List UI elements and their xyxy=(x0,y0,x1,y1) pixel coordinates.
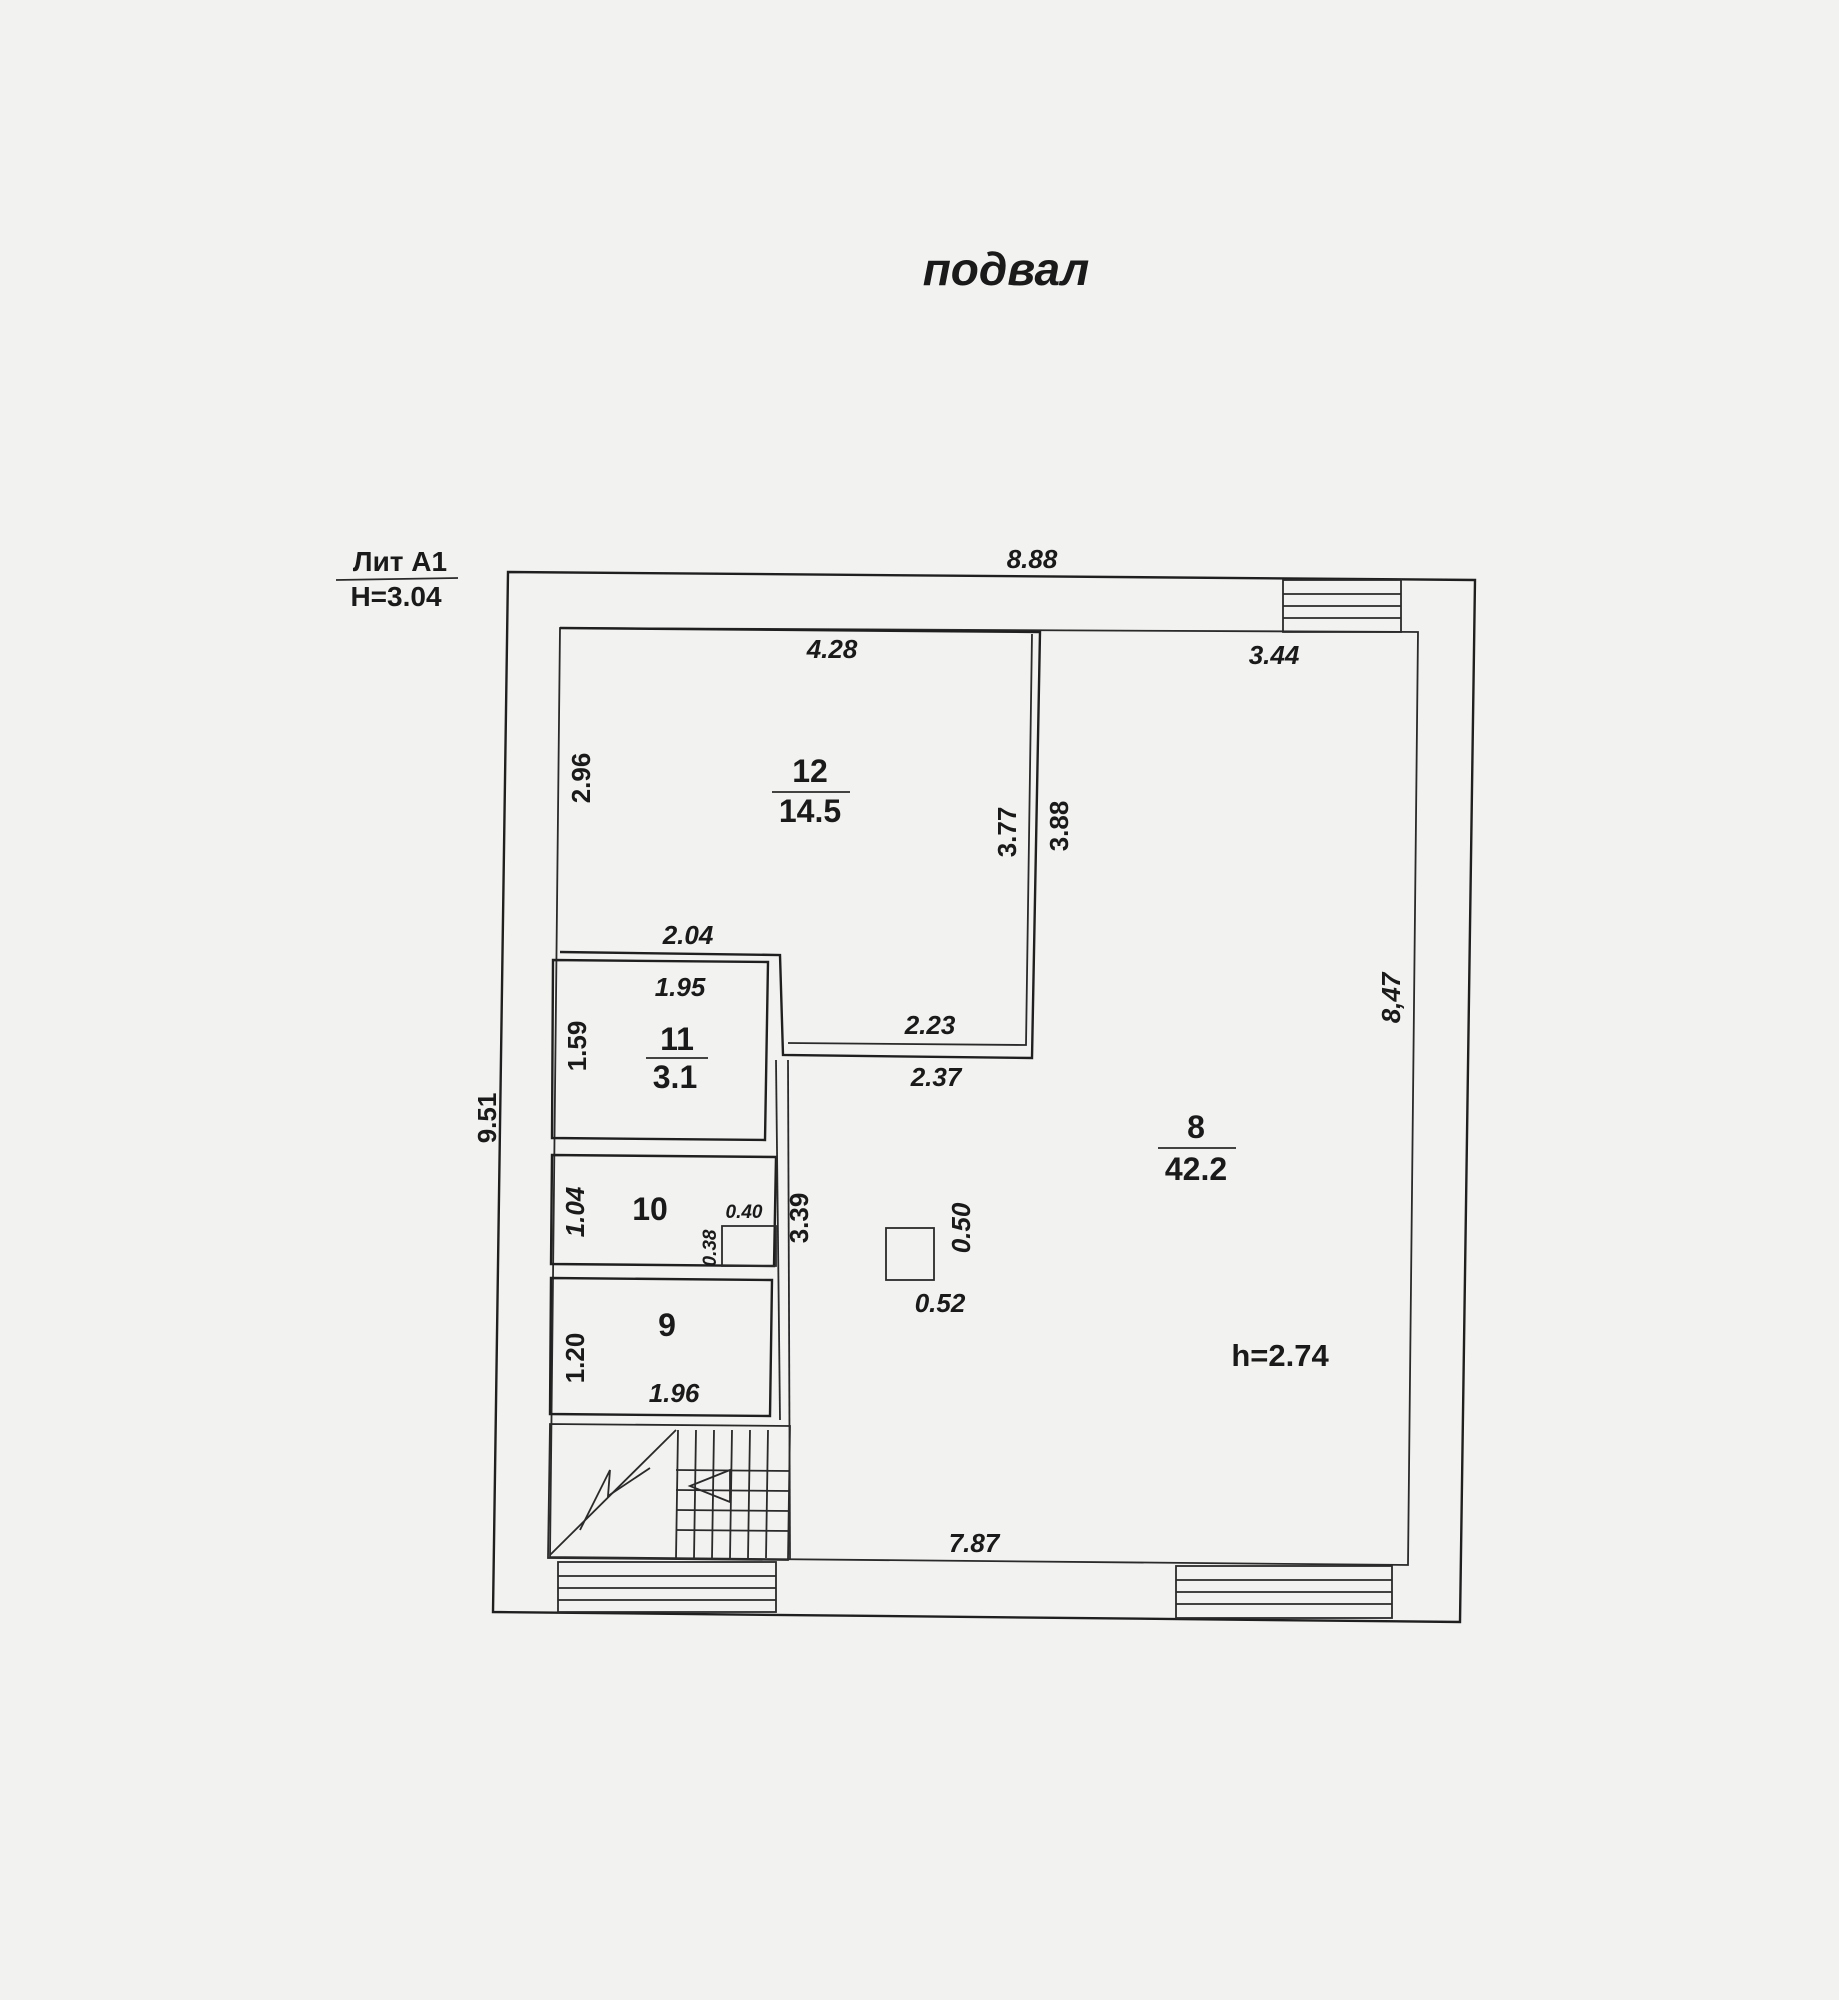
corridor-wall-outer xyxy=(775,1059,781,1421)
room-8-id: 8 xyxy=(1187,1109,1205,1145)
dim-room11-top: 1.95 xyxy=(655,972,706,1002)
dim-room10-niche-w: 0.40 xyxy=(726,1202,763,1223)
stair-break-line xyxy=(579,1467,651,1531)
room-11-id: 11 xyxy=(660,1021,694,1057)
dim-room12-left: 2.96 xyxy=(566,753,596,804)
outer-wall xyxy=(491,570,1477,1624)
room-12-inner-wall xyxy=(787,633,1033,1046)
room-9-walls xyxy=(548,1276,774,1418)
dim-room12-bottom-left: 2.04 xyxy=(662,920,714,950)
stair-arrow-icon xyxy=(687,1468,731,1504)
dim-room12-top: 4.28 xyxy=(806,634,858,664)
lit-height: Н=3.04 xyxy=(350,581,441,612)
lit-divider xyxy=(335,577,459,581)
dim-room12-right-inner: 3.77 xyxy=(992,807,1022,858)
plan-title: подвал xyxy=(923,243,1090,295)
dim-inner-right: 8,47 xyxy=(1376,971,1406,1023)
dim-room9-left: 1.20 xyxy=(560,1333,590,1384)
dim-column-w: 0.52 xyxy=(915,1288,966,1318)
dim-inner-top-right: 3.44 xyxy=(1249,640,1300,670)
room-9-id: 9 xyxy=(658,1307,676,1343)
dim-inner-bottom: 7.87 xyxy=(949,1528,1001,1558)
staircase xyxy=(547,1423,791,1561)
room-label-8: 8 42.2 xyxy=(1158,1109,1236,1187)
room-12-id: 12 xyxy=(792,753,828,789)
dim-room10-left: 1.04 xyxy=(560,1186,590,1237)
ceiling-height: h=2.74 xyxy=(1231,1338,1329,1373)
dim-room11-left: 1.59 xyxy=(562,1021,592,1072)
window-bottom-left xyxy=(557,1561,777,1613)
dim-room10-niche-h: 0.38 xyxy=(700,1229,721,1266)
room-10-id: 10 xyxy=(632,1191,668,1227)
dim-room12-bottom-right-outer: 2.37 xyxy=(910,1062,963,1092)
dim-room12-right-outer: 3.88 xyxy=(1044,801,1074,852)
inner-wall xyxy=(549,627,1419,1566)
room-12-area: 14.5 xyxy=(779,793,841,829)
dim-column-h: 0.50 xyxy=(946,1202,976,1253)
dim-corridor-wall: 3.39 xyxy=(784,1193,814,1244)
window-top-right xyxy=(1282,579,1402,633)
dim-room12-bottom-right-inner: 2.23 xyxy=(904,1010,956,1040)
lit-name: Лит А1 xyxy=(353,546,447,577)
dim-room9-bottom: 1.96 xyxy=(649,1378,700,1408)
room-12-walls xyxy=(559,626,1042,1060)
room-10-niche xyxy=(721,1225,777,1267)
room-11-walls xyxy=(550,958,770,1142)
column xyxy=(885,1227,935,1281)
room-label-11: 11 3.1 xyxy=(646,1021,708,1095)
room-8-area: 42.2 xyxy=(1165,1151,1227,1187)
room-11-area: 3.1 xyxy=(653,1059,697,1095)
window-bottom-right xyxy=(1175,1565,1393,1619)
dim-outer-top: 8.88 xyxy=(1007,544,1058,574)
dim-outer-left: 9.51 xyxy=(472,1093,502,1144)
room-label-12: 12 14.5 xyxy=(772,753,850,829)
